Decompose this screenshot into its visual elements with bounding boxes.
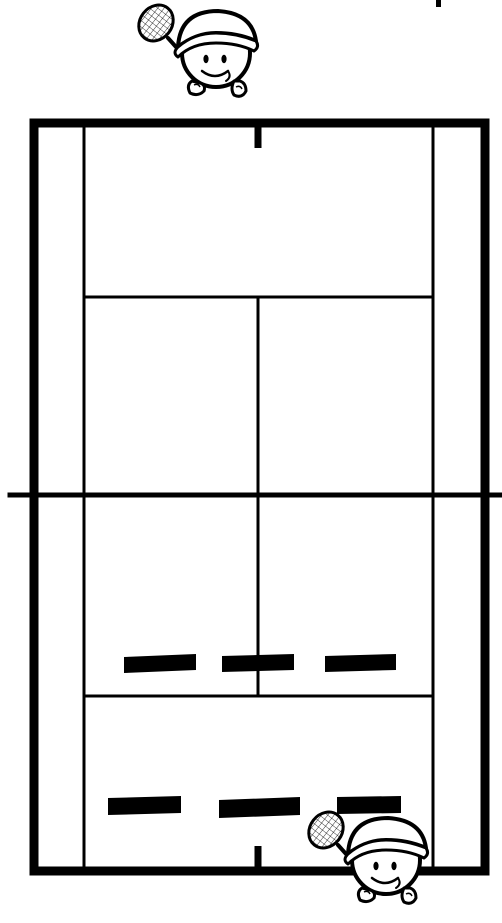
target-markers (108, 654, 401, 818)
target-marker (337, 796, 401, 814)
corner-mark (436, 0, 441, 7)
player-bottom (302, 805, 428, 903)
racket-icon (302, 805, 428, 903)
target-marker (108, 796, 181, 815)
target-marker (325, 654, 396, 672)
target-marker (124, 654, 196, 673)
target-marker (222, 654, 294, 672)
player-top (132, 0, 258, 96)
target-marker (219, 797, 300, 818)
court-lines (10, 123, 500, 871)
racket-icon (132, 0, 258, 96)
